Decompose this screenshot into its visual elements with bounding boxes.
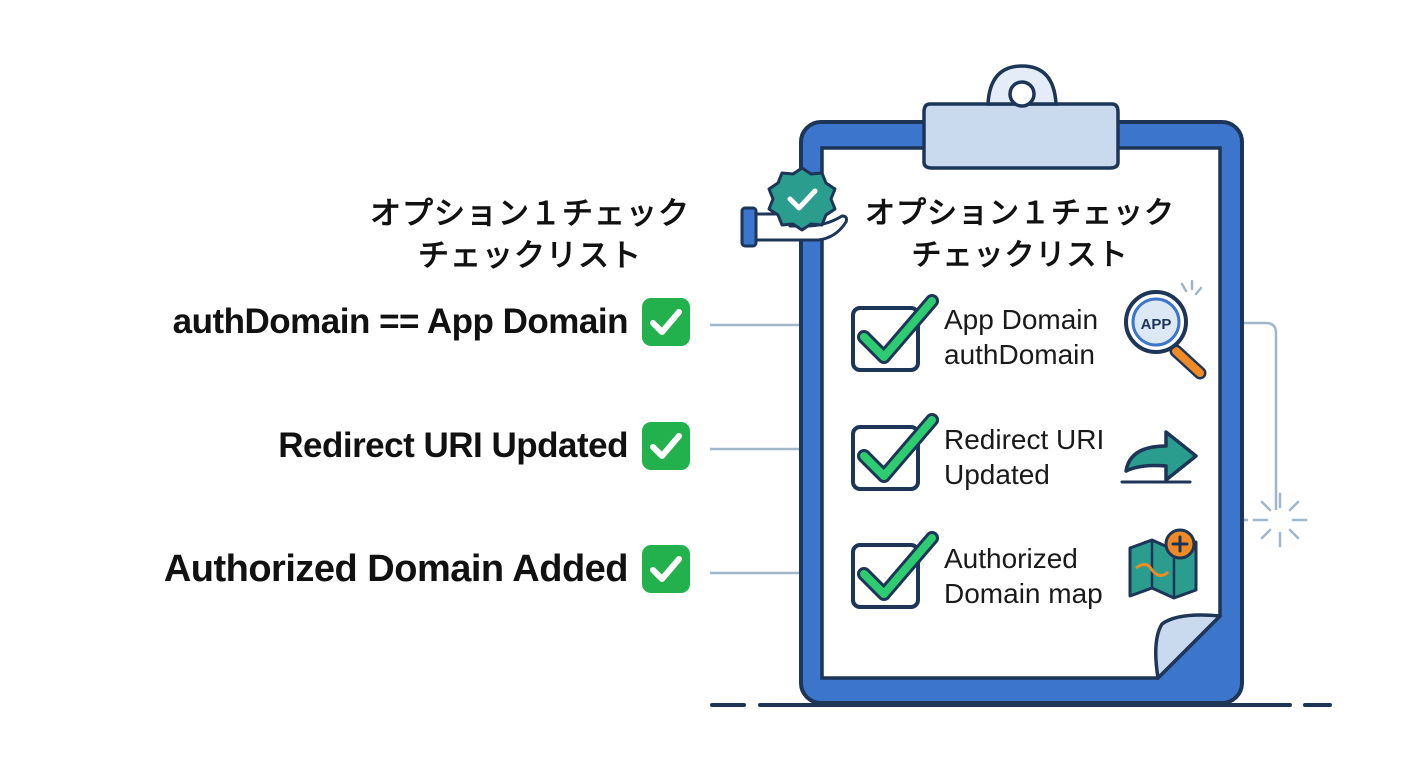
clipboard-item-line1: App Domain [944, 304, 1099, 335]
magnifier-label: APP [1141, 316, 1172, 333]
clipboard-item-line2: authDomain [944, 339, 1095, 370]
clipboard-item: Redirect URI Updated [944, 422, 1104, 492]
clipboard-title-line1: オプション１チェック [865, 196, 1175, 231]
check-mark-emoji-icon [642, 545, 690, 593]
clipboard-item: Authorized Domain map [944, 541, 1103, 611]
left-title-line2: チェックリスト [418, 238, 642, 274]
board-checkbox-3 [851, 531, 939, 609]
left-item-label: Authorized Domain Added [163, 547, 629, 590]
check-mark-emoji-icon [642, 298, 690, 346]
hand-badge-icon [740, 166, 848, 248]
page-curl [1154, 613, 1222, 680]
left-list-item: Authorized Domain Added [164, 543, 692, 595]
connector-lines [710, 321, 1278, 575]
map-icon [1128, 528, 1198, 600]
arrow-icon [1120, 430, 1198, 484]
board-checkbox-2 [851, 413, 939, 491]
connector-line-right [1196, 321, 1278, 510]
left-checklist-title: オプション１チェック チェックリスト [330, 193, 730, 277]
clipboard-item-line2: Domain map [944, 578, 1103, 609]
clipboard-item-line1: Redirect URI [944, 424, 1105, 455]
magnifier-icon: APP [1124, 279, 1207, 380]
clipboard-title: オプション１チェック チェックリスト [845, 193, 1195, 277]
clipboard-item-line2: Updated [944, 459, 1050, 490]
left-item-label: Redirect URI Updated [278, 426, 628, 465]
left-list-item: authDomain == App Domain [173, 296, 692, 348]
clipboard-item-line1: Authorized [944, 543, 1078, 574]
board-checkbox-1 [851, 294, 939, 372]
check-mark-emoji-icon [642, 422, 690, 470]
sparkle-icon [1252, 492, 1308, 548]
left-list-item: Redirect URI Updated [278, 420, 692, 472]
clipboard-item: App Domain authDomain [944, 302, 1098, 372]
clipboard-clip [922, 102, 1120, 170]
left-item-label: authDomain == App Domain [172, 302, 629, 341]
left-title-line1: オプション１チェック [370, 196, 690, 232]
clipboard-title-line2: チェックリスト [911, 238, 1129, 273]
